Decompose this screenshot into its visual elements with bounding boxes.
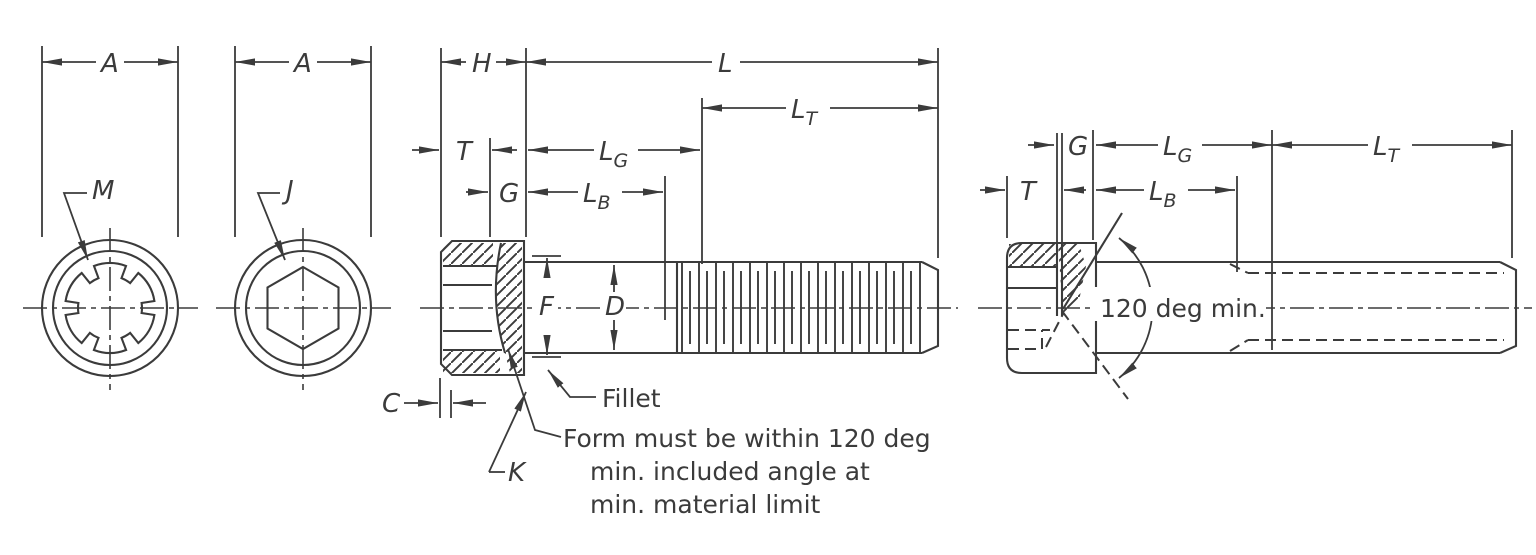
dim-T-side: T xyxy=(456,137,474,167)
dim-LG-side: LG xyxy=(599,137,628,172)
dim-LG-right: LG xyxy=(1163,132,1192,167)
dim-H: H xyxy=(472,49,492,79)
dim-A-spline: A xyxy=(99,49,119,79)
side-section-view: H L LT T LG G LB xyxy=(382,48,958,519)
form-note-line1: Form must be within 120 deg xyxy=(563,424,931,453)
dim-LT-side: LT xyxy=(791,95,819,130)
dim-LT-right: LT xyxy=(1373,132,1401,167)
dim-C: C xyxy=(382,389,401,419)
angle-note: 120 deg min. xyxy=(1100,294,1266,323)
dim-T-right: T xyxy=(1020,177,1038,207)
min-material-view: G LG LT T LB 120 deg min. xyxy=(978,130,1532,400)
dim-L: L xyxy=(718,49,733,79)
dim-LB-side: LB xyxy=(583,179,611,214)
socket-drill-form-arc xyxy=(494,242,507,354)
dim-LB-right: LB xyxy=(1149,177,1177,212)
dim-D: D xyxy=(605,292,625,322)
dim-J: J xyxy=(281,176,294,206)
form-note-line2: min. included angle at xyxy=(590,457,870,486)
hex-socket-outline xyxy=(266,265,340,351)
dim-F: F xyxy=(539,292,555,322)
dim-G-side: G xyxy=(499,179,519,209)
dim-G-right: G xyxy=(1068,132,1088,162)
form-note-line3: min. material limit xyxy=(590,490,821,519)
socket-section-wedge xyxy=(1058,244,1086,315)
dim-K: K xyxy=(508,458,527,488)
head-outline-section xyxy=(439,239,526,377)
end-view-hex-socket: A J xyxy=(216,46,391,390)
dim-A-hex: A xyxy=(292,49,312,79)
thread-region xyxy=(677,262,922,353)
fillet-label: Fillet xyxy=(602,384,661,413)
dim-M: M xyxy=(92,176,114,206)
spline-socket-outline xyxy=(64,262,156,355)
end-view-spline-socket: A M xyxy=(23,46,198,390)
